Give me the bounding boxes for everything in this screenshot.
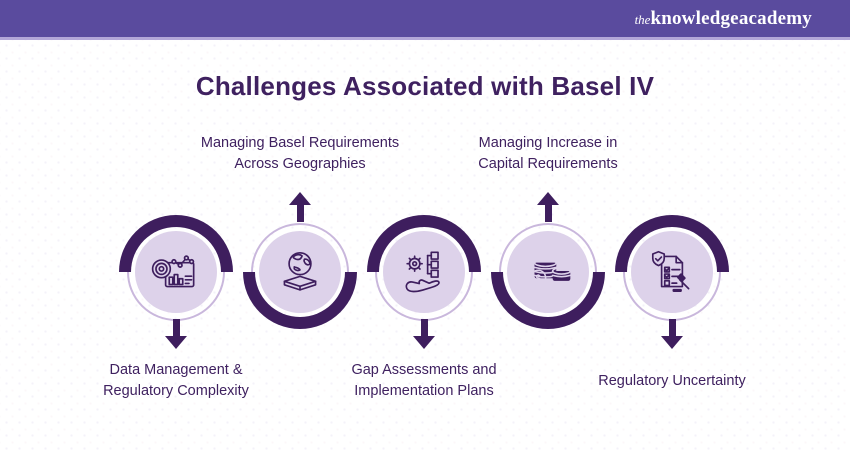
header-accent-strip [0,37,850,40]
header-bar: theknowledgeacademy [0,0,850,37]
challenge-label: Gap Assessments and Implementation Plans [351,360,496,402]
process-hand-icon [405,251,440,293]
label-line: Implementation Plans [354,383,494,399]
label-line: Capital Requirements [478,156,618,172]
challenge-item-basel-geographies: Managing Basel Requirements Across Geogr… [201,0,399,450]
down-arrow-icon [413,319,435,349]
globe-book-icon [283,251,317,291]
page-title: Challenges Associated with Basel IV [195,71,655,101]
icon-disc [259,231,341,313]
svg-text:$: $ [535,273,541,284]
brand-logo: theknowledgeacademy [635,8,812,30]
logo-the: the [634,11,651,27]
label-line: Managing Increase in [478,135,618,151]
icon-disc [135,231,217,313]
challenge-item-gap-assessments: Gap Assessments and Implementation Plans [351,0,497,450]
challenge-item-data-management: Data Management & Regulatory Complexity [103,0,249,450]
logo-knowledge: knowledge [650,7,739,29]
up-arrow-icon [537,192,559,222]
analytics-chart-icon [151,255,195,288]
down-arrow-icon [165,319,187,349]
label-line: Gap Assessments and [351,362,497,378]
label-line: Managing Basel Requirements [200,135,400,151]
challenge-label: Regulatory Uncertainty [598,371,746,392]
up-arrow-icon [289,192,311,222]
challenge-label: Managing Increase in Capital Requirement… [478,133,617,175]
icon-disc [631,231,713,313]
logo-academy: academy [738,7,812,29]
challenge-label: Managing Basel Requirements Across Geogr… [201,133,399,175]
label-line: Data Management & [109,362,243,378]
challenge-item-regulatory-uncertainty: Regulatory Uncertainty [598,0,746,450]
icon-disc [383,231,465,313]
coins-icon: $ [529,258,572,286]
label-line: Regulatory Uncertainty [598,373,746,389]
checklist-gavel-icon [651,250,690,292]
label-line: Across Geographies [234,156,366,172]
challenge-label: Data Management & Regulatory Complexity [103,360,249,402]
challenge-item-capital-requirements: $ Managing Increase in Capital Requireme… [478,0,618,450]
label-line: Regulatory Complexity [103,383,249,399]
icon-disc: $ [507,231,589,313]
down-arrow-icon [661,319,683,349]
